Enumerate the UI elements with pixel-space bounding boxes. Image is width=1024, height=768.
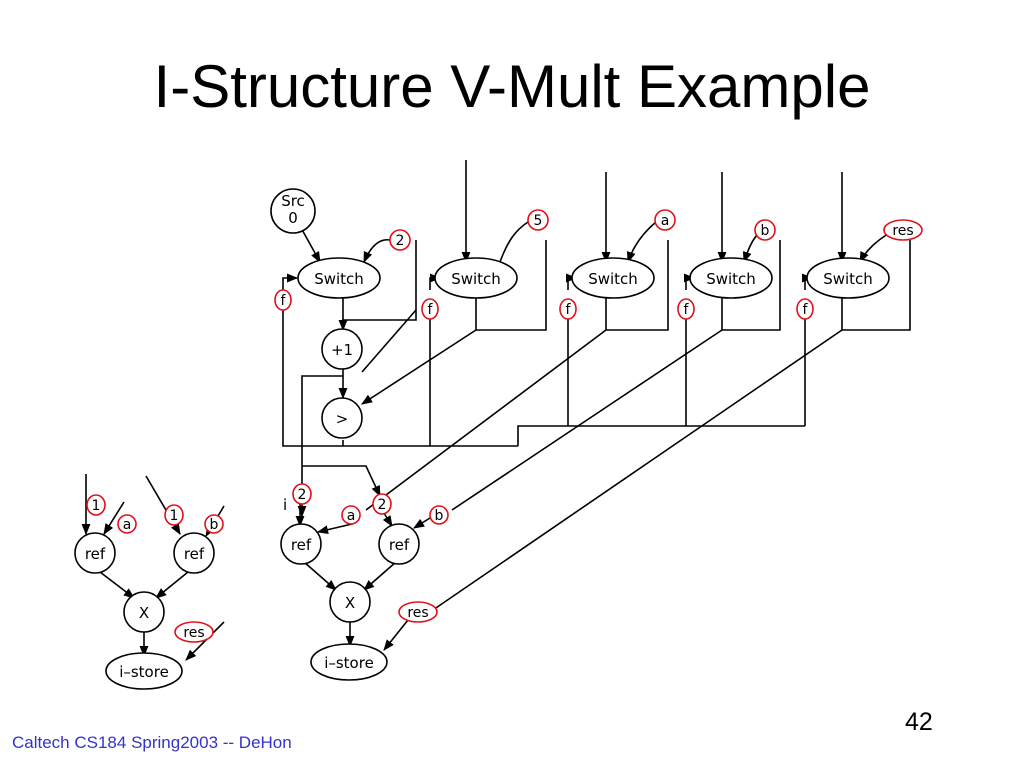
svg-text:a: a xyxy=(661,213,670,229)
svg-text:f: f xyxy=(684,302,690,318)
multiply-node: X xyxy=(329,581,371,623)
compare-node: > xyxy=(321,397,363,439)
svg-text:b: b xyxy=(435,508,444,524)
svg-text:res: res xyxy=(183,625,204,641)
svg-text:+1: +1 xyxy=(331,341,353,359)
svg-text:ref: ref xyxy=(184,545,205,563)
svg-text:1: 1 xyxy=(92,498,101,514)
token-tag: 1 xyxy=(86,494,106,516)
switch-label: Switch xyxy=(314,270,364,288)
switch-label: Switch xyxy=(588,270,638,288)
token-tag: 5 xyxy=(527,209,549,231)
token-tag: 2 xyxy=(292,483,312,505)
token-tag: res xyxy=(883,219,923,241)
false-tag: f xyxy=(274,289,292,311)
svg-text:f: f xyxy=(428,302,434,318)
index-label: i xyxy=(283,496,287,514)
false-tag: f xyxy=(559,298,577,320)
false-tag: f xyxy=(796,298,814,320)
source-label-line1: Src xyxy=(281,192,305,210)
source-node: Src 0 xyxy=(270,188,316,234)
svg-text:>: > xyxy=(336,410,349,428)
svg-text:1: 1 xyxy=(170,508,179,524)
switch-node: Switch xyxy=(689,257,773,299)
token-tag: 2 xyxy=(372,493,392,515)
svg-text:ref: ref xyxy=(85,545,106,563)
ref-node: ref xyxy=(378,523,420,565)
page-number: 42 xyxy=(905,708,933,736)
store-node: i–store xyxy=(310,643,388,681)
token-tag: a xyxy=(341,505,361,525)
svg-text:X: X xyxy=(345,594,355,612)
slide-footer: Caltech CS184 Spring2003 -- DeHon xyxy=(12,733,292,752)
false-tag: f xyxy=(421,298,439,320)
svg-text:f: f xyxy=(566,302,572,318)
switch-label: Switch xyxy=(823,270,873,288)
svg-text:f: f xyxy=(803,302,809,318)
svg-text:f: f xyxy=(281,293,287,309)
switch-node: Switch xyxy=(806,257,890,299)
svg-text:ref: ref xyxy=(291,536,312,554)
multiply-node: X xyxy=(123,591,165,633)
svg-text:2: 2 xyxy=(396,233,405,249)
token-tag: res xyxy=(398,601,438,623)
token-tag: a xyxy=(654,209,676,231)
token-tag: b xyxy=(754,219,776,241)
switch-node: Switch xyxy=(297,257,381,299)
false-tag: f xyxy=(677,298,695,320)
svg-text:2: 2 xyxy=(378,497,387,513)
svg-text:b: b xyxy=(210,517,219,533)
ref-node: ref xyxy=(173,532,215,574)
token-tag: b xyxy=(204,514,224,534)
switch-node: Switch xyxy=(571,257,655,299)
slide-title: I-Structure V-Mult Example xyxy=(153,53,871,120)
token-tag: b xyxy=(429,505,449,525)
svg-text:a: a xyxy=(347,508,356,524)
switch-label: Switch xyxy=(706,270,756,288)
svg-text:2: 2 xyxy=(298,487,307,503)
svg-text:res: res xyxy=(892,223,913,239)
svg-text:b: b xyxy=(761,223,770,239)
increment-node: +1 xyxy=(321,328,363,370)
svg-text:X: X xyxy=(139,604,149,622)
token-tag: res xyxy=(174,621,214,643)
token-tag: a xyxy=(117,514,137,534)
switch-node: Switch xyxy=(434,257,518,299)
ref-node: ref xyxy=(280,523,322,565)
svg-text:res: res xyxy=(407,605,428,621)
ref-node: ref xyxy=(74,532,116,574)
svg-text:i–store: i–store xyxy=(119,663,169,681)
source-label-line2: 0 xyxy=(288,209,298,227)
svg-text:ref: ref xyxy=(389,536,410,554)
switch-label: Switch xyxy=(451,270,501,288)
wires xyxy=(81,160,911,661)
token-tag: 2 xyxy=(389,229,411,251)
store-node: i–store xyxy=(105,652,183,690)
svg-text:i–store: i–store xyxy=(324,654,374,672)
svg-text:a: a xyxy=(123,517,132,533)
svg-text:5: 5 xyxy=(534,213,543,229)
token-tag: 1 xyxy=(164,504,184,526)
